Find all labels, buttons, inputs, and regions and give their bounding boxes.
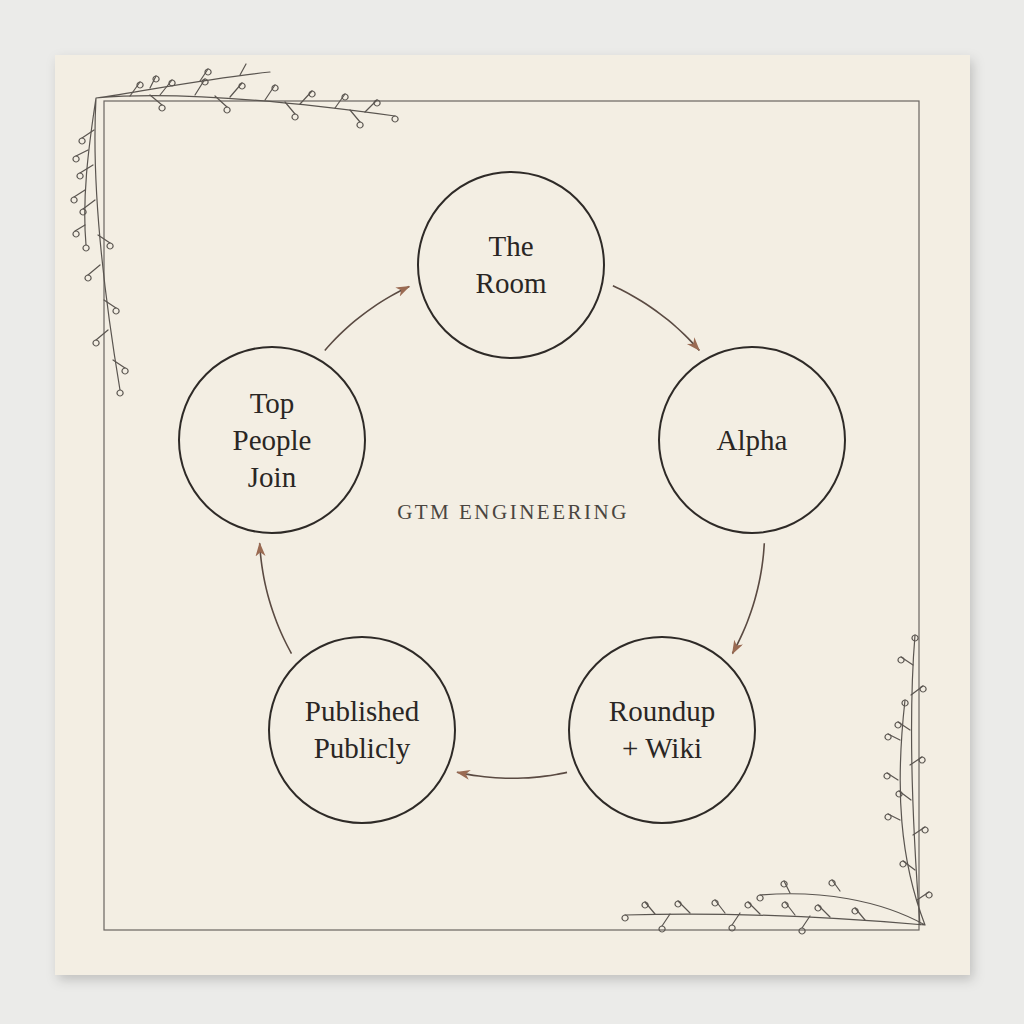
sprig-twigs	[74, 64, 377, 368]
cycle-arrow	[732, 543, 764, 653]
sprig-stem	[85, 72, 395, 390]
text-holder: Alpha	[657, 345, 847, 535]
cycle-arrow	[325, 286, 409, 350]
circle-ring	[418, 172, 604, 358]
text-holder: The Room	[416, 170, 606, 360]
center-title: GTM ENGINEERING	[393, 497, 633, 528]
cycle-arrow	[457, 772, 567, 778]
stage-circle: Top People Join	[177, 345, 367, 535]
text-holder: Published Publicly	[267, 635, 457, 825]
circle-label: Alpha	[717, 422, 788, 459]
circle-label: The Room	[461, 228, 561, 302]
circle-ring	[569, 637, 755, 823]
circle-outline	[267, 635, 457, 825]
circle-label: Roundup + Wiki	[602, 693, 722, 767]
stage-circle: Alpha	[657, 345, 847, 535]
circle-label: Top People Join	[222, 385, 322, 496]
botanical-sprig	[71, 64, 932, 934]
circle-ring	[269, 637, 455, 823]
sprig-stem	[625, 635, 925, 925]
stage-circle: Published Publicly	[267, 635, 457, 825]
stage-circle: Roundup + Wiki	[567, 635, 757, 825]
circle-label: Published Publicly	[287, 693, 437, 767]
circle-outline	[567, 635, 757, 825]
cycle-arrow	[613, 286, 699, 351]
cycle-arrow	[260, 543, 292, 653]
circle-outline	[416, 170, 606, 360]
circle-ring	[659, 347, 845, 533]
sprig-buds	[71, 69, 398, 396]
circle-ring	[179, 347, 365, 533]
text-holder: Roundup + Wiki	[567, 635, 757, 825]
sprig-buds	[622, 635, 932, 934]
text-holder: Top People Join	[177, 345, 367, 535]
paper-card	[55, 55, 970, 975]
inner-border	[104, 101, 919, 930]
stage-circle: The Room	[416, 170, 606, 360]
